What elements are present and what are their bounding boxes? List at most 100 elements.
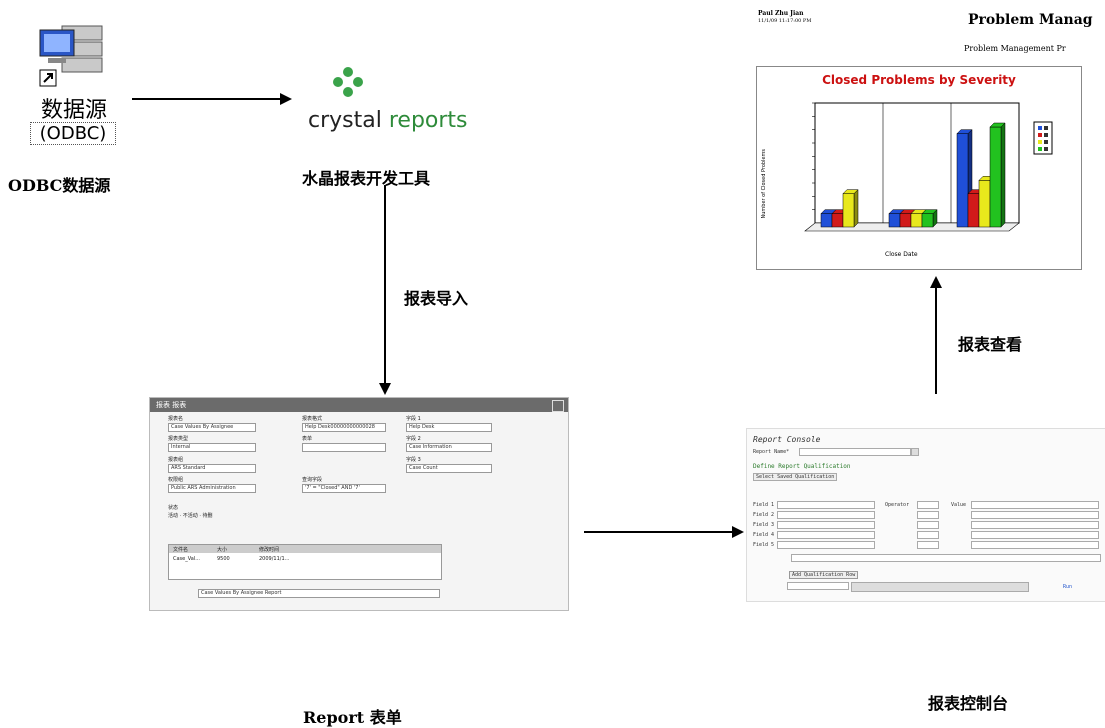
- chart-header-date: 11/1/09 11:17:00 PM: [758, 18, 812, 24]
- console-value-input-2[interactable]: [971, 511, 1099, 519]
- form-status-label: 状态: [168, 505, 179, 511]
- form-status-options[interactable]: 活动 · 不活动 · 待删: [168, 513, 213, 519]
- console-row-2: Field 2: [753, 512, 775, 518]
- form-field-perm[interactable]: Public ARS Administration: [168, 484, 256, 493]
- console-value-input-3[interactable]: [971, 521, 1099, 529]
- console-operator-input-5[interactable]: [917, 541, 939, 549]
- crystal-logo-word1: crystal: [308, 108, 382, 133]
- console-value-label: Value: [951, 502, 967, 508]
- console-operator-input-1[interactable]: [917, 501, 939, 509]
- console-row-5: Field 5: [753, 542, 775, 548]
- console-qual-text[interactable]: [791, 554, 1101, 562]
- form-table-cell2: 9500: [217, 556, 230, 562]
- form-field-desc[interactable]: Case Values By Assignee Report: [198, 589, 440, 598]
- arrow-form-to-console: [584, 531, 734, 533]
- console-name-label: Report Name*: [753, 449, 790, 455]
- form-label-f1: 字段 1: [406, 416, 421, 422]
- form-table-col3: 修改时间: [259, 547, 280, 553]
- crystal-caption: 水晶报表开发工具: [302, 169, 431, 188]
- console-name-dropdown[interactable]: [911, 448, 919, 456]
- console-destination-input[interactable]: [787, 582, 849, 590]
- form-table-col2: 大小: [217, 547, 228, 553]
- form-label-form: 表单: [302, 436, 313, 442]
- form-label-query: 查询字段: [302, 477, 323, 483]
- chart-legend-icon: [1033, 121, 1053, 155]
- form-label-perm: 权限组: [168, 477, 184, 483]
- arrowhead-up-icon: [930, 276, 942, 288]
- form-label-name: 报表名: [168, 416, 184, 422]
- crystal-reports-node[interactable]: crystal reports: [300, 60, 470, 140]
- console-operator-input-4[interactable]: [917, 531, 939, 539]
- chart-title: Closed Problems by Severity: [822, 73, 1016, 87]
- import-edge-label: 报表导入: [404, 289, 469, 308]
- form-table-cell1: Case_Val...: [173, 556, 200, 562]
- console-field-input-1[interactable]: [777, 501, 875, 509]
- chart-header-user: Paul Zhu Jian: [758, 10, 804, 17]
- arrowhead-right-icon: [280, 93, 292, 105]
- form-table-cell3: 2009/11/1...: [259, 556, 290, 562]
- chart-xlabel: Close Date: [885, 251, 918, 258]
- form-attachment-table[interactable]: 文件名 大小 修改时间 Case_Val... 9500 2009/11/1..…: [168, 544, 442, 580]
- chart-bar: [989, 122, 1006, 228]
- console-run-link[interactable]: Run: [1063, 584, 1073, 590]
- chart-bar: [842, 189, 859, 228]
- console-saved-button[interactable]: Select Saved Qualification: [753, 473, 838, 481]
- console-section: Define Report Qualification: [753, 463, 851, 470]
- arrow-odbc-to-crystal: [132, 98, 282, 100]
- console-title: Report Console: [753, 435, 821, 444]
- console-field-input-3[interactable]: [777, 521, 875, 529]
- view-edge-label: 报表查看: [958, 335, 1023, 354]
- form-label-format: 报表格式: [302, 416, 323, 422]
- console-field-input-4[interactable]: [777, 531, 875, 539]
- form-field-f3[interactable]: Case Count: [406, 464, 492, 473]
- closed-problems-chart: Closed Problems by Severity Number of Cl…: [756, 66, 1082, 270]
- report-form-caption: Report 表单: [303, 708, 402, 727]
- console-operator-input-2[interactable]: [917, 511, 939, 519]
- console-row-3: Field 3: [753, 522, 775, 528]
- console-action-bar[interactable]: [851, 582, 1029, 592]
- form-field-f1[interactable]: Help Desk: [406, 423, 492, 432]
- form-edit-icon[interactable]: [552, 400, 564, 412]
- odbc-caption: ODBC数据源: [8, 176, 111, 195]
- report-console-screenshot[interactable]: Report Console Report Name* Define Repor…: [746, 428, 1105, 602]
- arrow-crystal-to-form: [384, 185, 386, 385]
- form-field-type[interactable]: Internal: [168, 443, 256, 452]
- console-operator-label: Operator: [885, 502, 910, 508]
- crystal-logo-icon: [333, 67, 363, 97]
- arrowhead-right-icon-2: [732, 526, 744, 538]
- form-label-f3: 字段 3: [406, 457, 421, 463]
- odbc-datasource-node[interactable]: 数据源 (ODBC): [24, 22, 124, 158]
- form-label-f2: 字段 2: [406, 436, 421, 442]
- form-field-name[interactable]: Case Values By Assignee: [168, 423, 256, 432]
- crystal-logo-word2: reports: [388, 108, 468, 133]
- chart-header-subtitle: Problem Management Pr: [964, 44, 1066, 53]
- form-field-format[interactable]: Help Desk00000000000028: [302, 423, 386, 432]
- chart-ylabel: Number of Closed Problems: [761, 149, 767, 219]
- console-field-input-2[interactable]: [777, 511, 875, 519]
- console-value-input-5[interactable]: [971, 541, 1099, 549]
- console-value-input-4[interactable]: [971, 531, 1099, 539]
- report-console-caption: 报表控制台: [928, 694, 1009, 713]
- form-table-col1: 文件名: [173, 547, 189, 553]
- report-form-titlebar: 报表 报表: [150, 398, 568, 412]
- form-table-header: [169, 545, 441, 553]
- console-operator-input-3[interactable]: [917, 521, 939, 529]
- form-field-f2[interactable]: Case Information: [406, 443, 492, 452]
- console-row-1: Field 1: [753, 502, 775, 508]
- console-row-4: Field 4: [753, 532, 775, 538]
- form-field-form[interactable]: [302, 443, 386, 452]
- chart-report-header: Paul Zhu Jian 11/1/09 11:17:00 PM Proble…: [756, 4, 1105, 64]
- console-add-row-button[interactable]: Add Qualification Row: [789, 571, 859, 579]
- form-label-group: 报表组: [168, 457, 184, 463]
- report-form-screenshot[interactable]: 报表 报表 报表名 Case Values By Assignee 报表类型 I…: [149, 397, 569, 611]
- crystal-logo-text: crystal reports: [308, 108, 468, 133]
- console-name-input[interactable]: [799, 448, 911, 456]
- form-field-query[interactable]: '7' = "Closed" AND '7': [302, 484, 386, 493]
- form-field-group[interactable]: ARS Standard: [168, 464, 256, 473]
- console-value-input-1[interactable]: [971, 501, 1099, 509]
- chart-bar: [921, 209, 938, 228]
- chart-plot-svg: [804, 102, 1020, 232]
- chart-header-title: Problem Manag: [968, 12, 1093, 28]
- console-field-input-5[interactable]: [777, 541, 875, 549]
- arrow-console-to-chart: [935, 286, 937, 394]
